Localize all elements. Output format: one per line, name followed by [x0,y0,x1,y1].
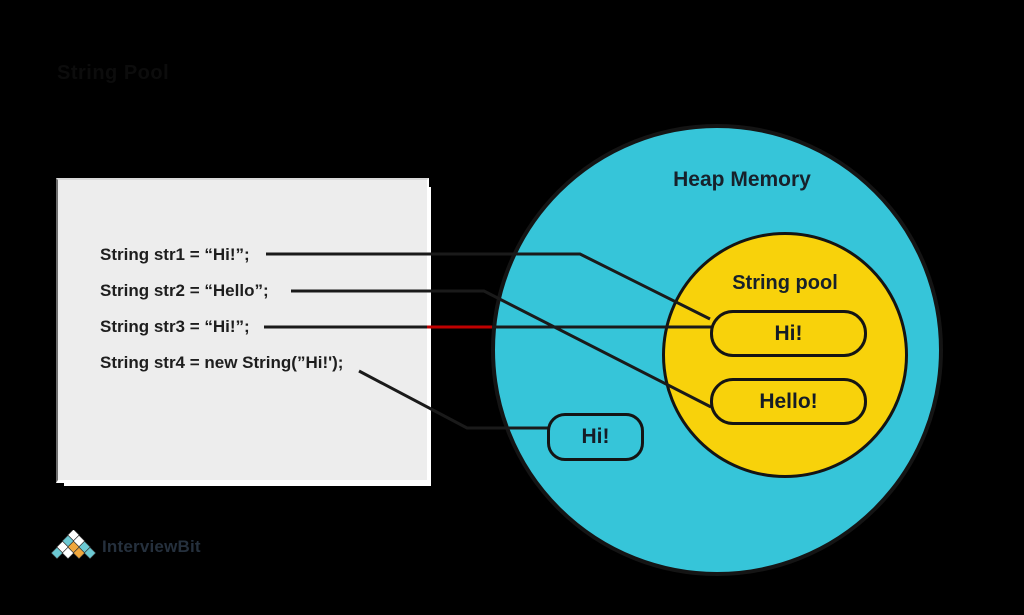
code-line-str2: String str2 = “Hello”; [100,281,269,300]
string-pool-label: String pool [732,272,838,294]
page-title: String Pool [57,62,170,84]
pool-hello-label: Hello! [759,389,818,413]
heap-memory-label: Heap Memory [673,168,811,191]
logo: InterviewBit [50,529,201,565]
code-line-str1: String str1 = “Hi!”; [100,245,250,264]
logo-pyramid-icon [50,530,97,560]
pool-hello-box: Hello! [710,378,867,425]
heap-hi-label: Hi! [581,425,610,448]
pool-hi-label: Hi! [774,321,803,345]
code-line-str4: String str4 = new String(”Hi!'); [100,353,344,372]
code-line-str3: String str3 = “Hi!”; [100,317,250,336]
logo-wordmark: InterviewBit [102,537,201,556]
pool-hi-box: Hi! [710,310,867,357]
heap-hi-box: Hi! [547,413,644,461]
